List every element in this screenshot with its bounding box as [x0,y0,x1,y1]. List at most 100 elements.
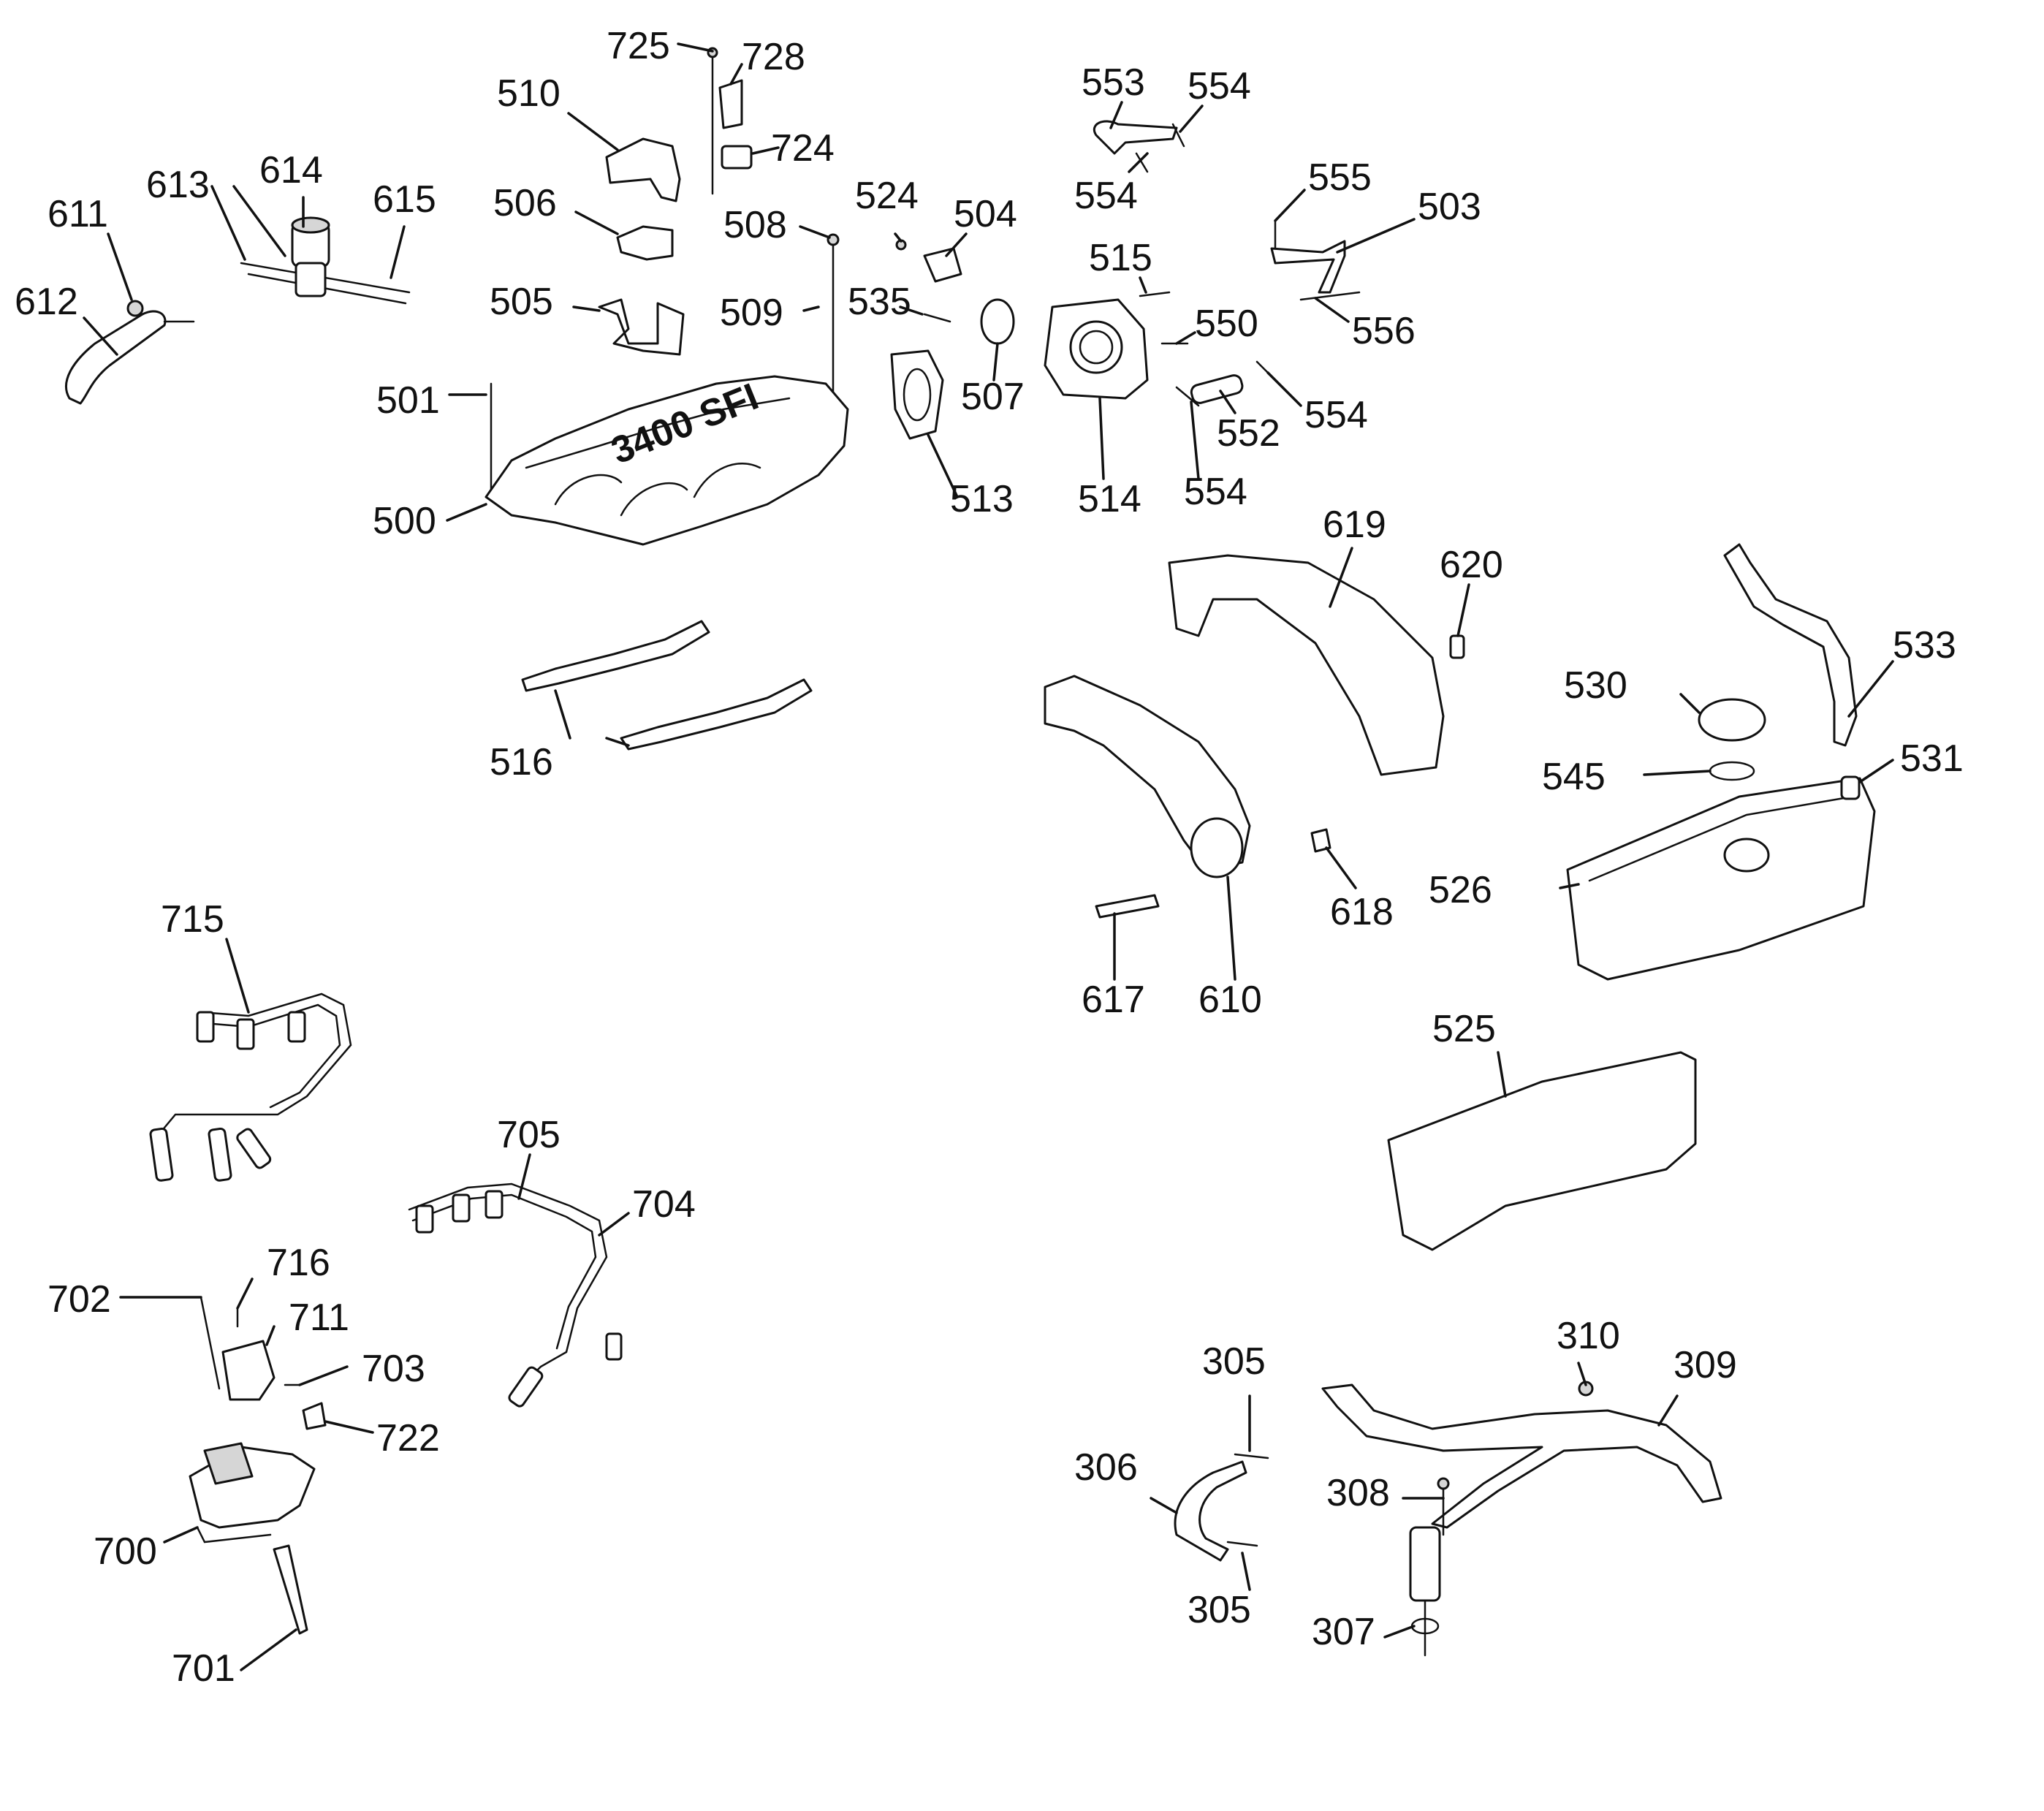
duct-619 [1168,554,1445,776]
clamps-554-upper [1135,123,1185,173]
coil-711 [221,1340,276,1401]
callout-702: 702 [48,1278,111,1321]
callout-615: 615 [373,178,436,221]
callout-704: 704 [632,1183,696,1226]
callout-labels: 725 728 510 724 553 554 554 614 613 615 … [15,25,1964,1690]
egr-valve-614 [240,216,411,305]
tube-503 [1270,240,1346,294]
seal-507 [980,298,1015,345]
callout-500: 500 [373,500,436,542]
callout-716: 716 [267,1242,330,1284]
callout-535: 535 [848,281,911,323]
callout-556: 556 [1352,310,1416,352]
callout-554-b: 554 [1074,175,1138,217]
callout-610: 610 [1198,979,1262,1021]
callout-531: 531 [1900,737,1964,780]
callout-530: 530 [1564,664,1627,707]
callout-554-c: 554 [1304,394,1368,436]
callout-554-a: 554 [1188,65,1251,107]
callout-700: 700 [94,1530,157,1573]
callout-550: 550 [1195,303,1258,345]
callout-513: 513 [950,478,1014,520]
callout-533: 533 [1893,624,1956,667]
callout-508: 508 [723,204,787,246]
pcv-hose-612 [65,300,195,405]
callout-305-a: 305 [1202,1340,1266,1383]
callout-715: 715 [161,898,224,941]
valve-cover-526 [1566,777,1876,981]
gasket-513 [890,349,944,440]
stud-617 [1095,894,1160,919]
callout-308: 308 [1326,1472,1390,1514]
callout-307: 307 [1312,1611,1375,1653]
callout-516: 516 [490,741,553,783]
callout-514: 514 [1078,478,1141,520]
callout-620: 620 [1440,544,1503,586]
callout-501: 501 [376,379,440,422]
bolt-535 [923,313,951,323]
pipe-309 [1321,1383,1722,1529]
bolt-701 [273,1544,308,1635]
callout-701: 701 [172,1647,235,1690]
callout-545: 545 [1542,756,1606,798]
callout-555: 555 [1308,156,1372,199]
hose-552 [1190,374,1244,404]
callout-553: 553 [1082,61,1145,104]
hose-306 [1174,1460,1247,1562]
callout-506: 506 [493,182,557,224]
callout-526: 526 [1429,869,1492,911]
bolt-515 [1139,291,1171,297]
callout-618: 618 [1330,891,1394,933]
callout-524: 524 [855,175,919,217]
callout-705: 705 [497,1114,561,1156]
bracket-722 [302,1402,327,1430]
callout-305-b: 305 [1188,1589,1251,1631]
callout-525: 525 [1432,1008,1496,1050]
callout-504: 504 [954,193,1017,235]
callout-505: 505 [490,281,553,323]
harness-715 [149,992,352,1182]
callout-503: 503 [1418,186,1481,228]
callout-703: 703 [362,1348,425,1390]
harness-704 [408,1182,623,1408]
callout-552: 552 [1217,412,1280,455]
bracket-505 [598,298,685,356]
seal-545 [1709,761,1755,781]
callout-310: 310 [1557,1315,1620,1357]
callout-724: 724 [771,127,835,170]
clamp-556 [1299,291,1361,301]
stud-725 [707,47,718,195]
cap-530 [1698,698,1766,742]
fitting-531 [1840,775,1861,800]
callout-613: 613 [146,164,210,206]
leader-lines [83,42,1894,1671]
callout-554-d: 554 [1184,471,1247,513]
bracket-728 [718,79,743,129]
callout-722: 722 [376,1417,440,1459]
callout-612: 612 [15,281,78,323]
gaskets-516 [521,620,813,751]
callout-619: 619 [1323,504,1386,546]
nut-618 [1310,828,1331,853]
ignition-module-700 [189,1442,316,1544]
callout-617: 617 [1082,979,1145,1021]
clamps-305 [1226,1453,1269,1547]
callout-515: 515 [1089,237,1152,279]
callout-725: 725 [607,25,670,67]
callout-507: 507 [961,376,1025,418]
callout-728: 728 [742,36,805,78]
callout-510: 510 [497,72,561,115]
bracket-510 [605,137,681,202]
callout-306: 306 [1074,1446,1138,1489]
callout-711: 711 [289,1296,349,1339]
callout-309: 309 [1673,1344,1737,1386]
upper-intake-manifold-500: 3400 SFI [485,375,849,546]
sensor-504 [923,247,962,283]
callout-611: 611 [48,193,108,235]
hose-553 [1093,120,1178,155]
callout-614: 614 [259,149,323,191]
throttle-body-514 [1044,298,1149,400]
fitting-307 [1409,1526,1441,1602]
